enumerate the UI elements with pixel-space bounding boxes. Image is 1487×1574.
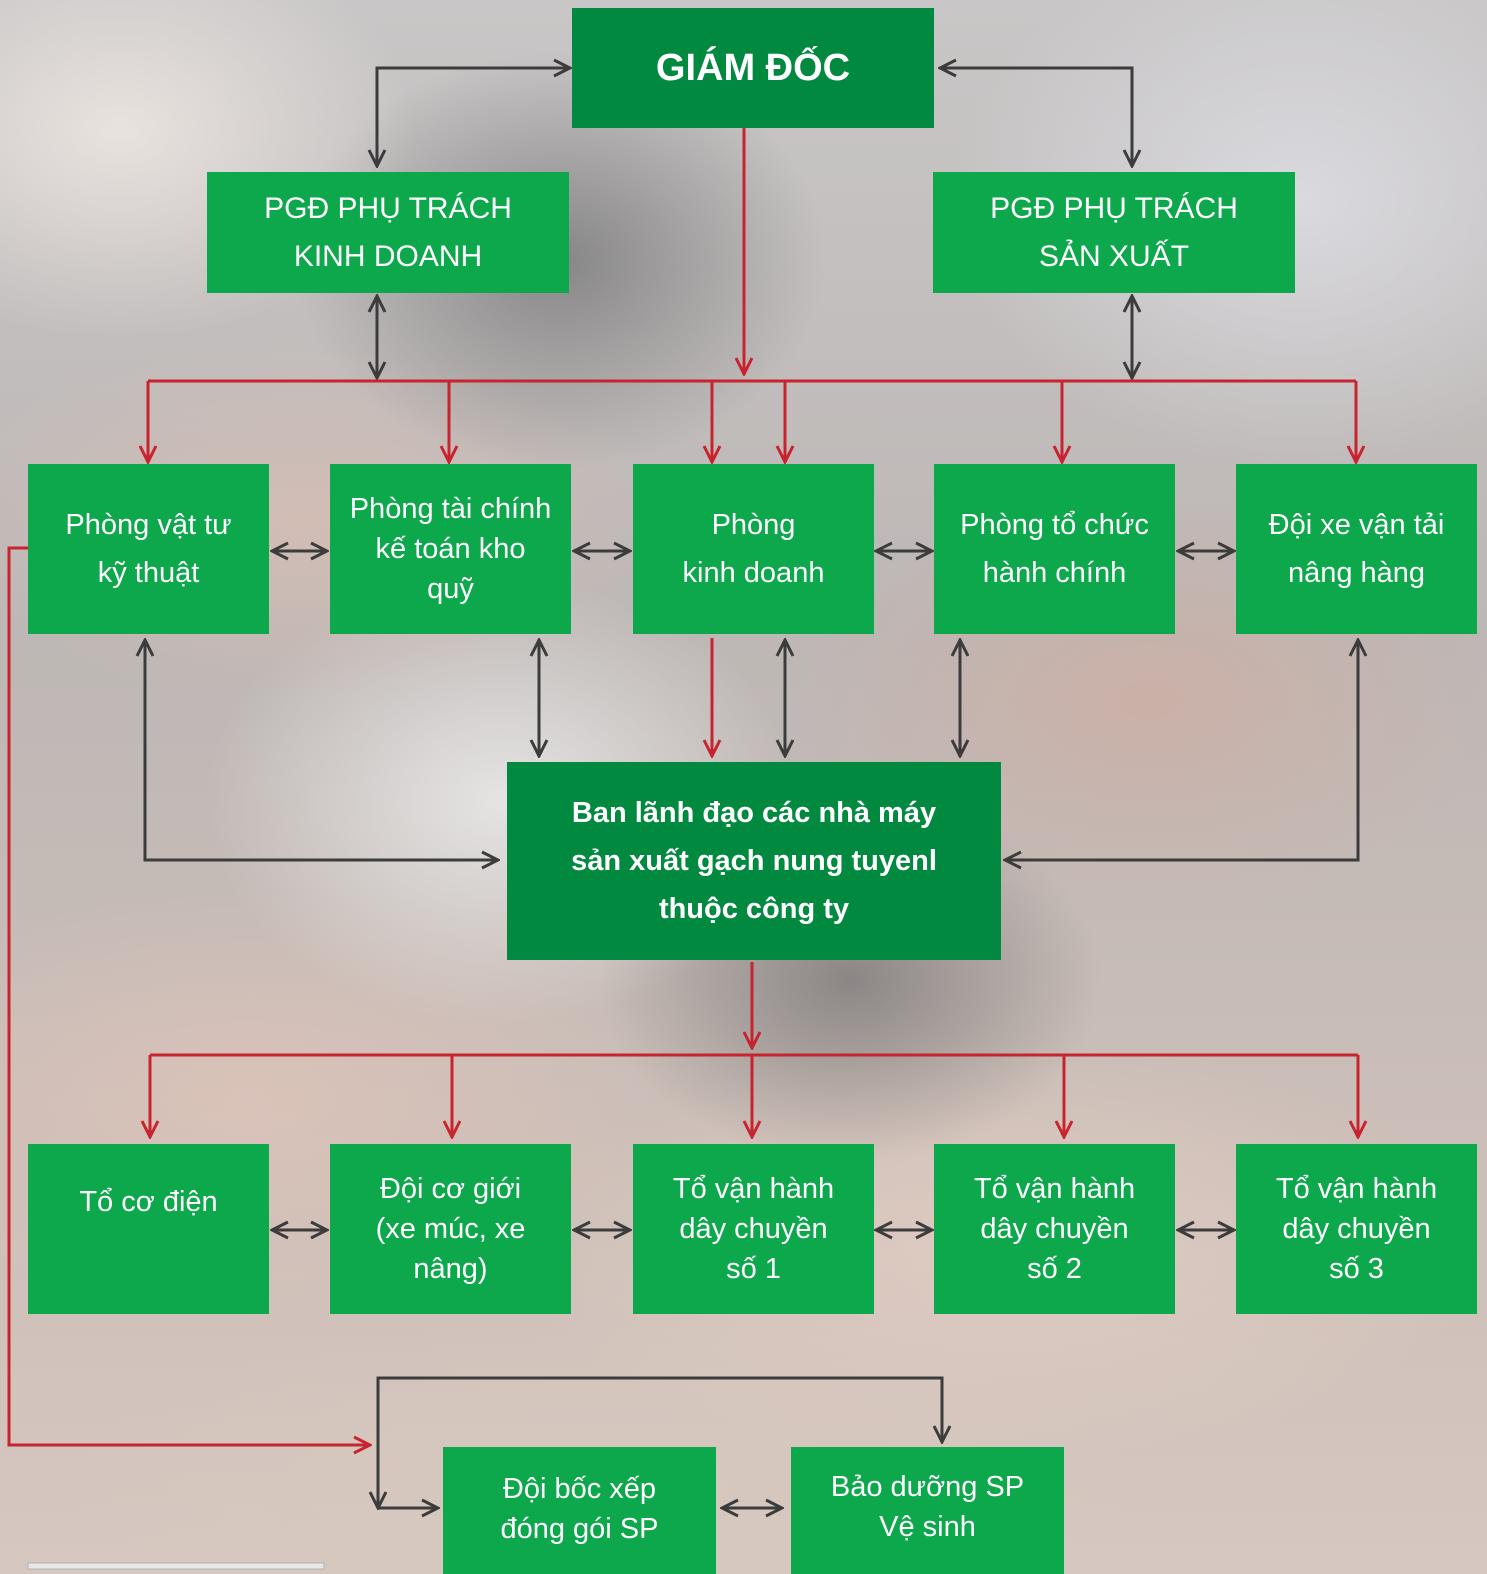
- department-box-materials: Phòng vật tư kỹ thuật: [28, 464, 269, 634]
- director-deputy-links: [377, 68, 1132, 378]
- director-department-links: [148, 128, 1356, 462]
- department-factory-links: [145, 640, 1358, 860]
- support-box-maintenance: Bảo dưỡng SP Vệ sinh: [791, 1447, 1064, 1574]
- department-box-finance: Phòng tài chính kế toán kho quỹ: [330, 464, 571, 634]
- department-box-business: Phòng kinh doanh: [633, 464, 874, 634]
- team-box-line-3: Tổ vận hành dây chuyền số 3: [1236, 1144, 1477, 1314]
- factory-team-links: [150, 962, 1358, 1137]
- director-box: GIÁM ĐỐC: [572, 8, 934, 128]
- team-box-line-2: Tổ vận hành dây chuyền số 2: [934, 1144, 1175, 1314]
- department-box-admin: Phòng tổ chức hành chính: [934, 464, 1175, 634]
- team-box-line-1: Tổ vận hành dây chuyền số 1: [633, 1144, 874, 1314]
- team-box-electrical: Tổ cơ điện: [28, 1144, 269, 1314]
- team-box-mechanized: Đội cơ giới (xe múc, xe nâng): [330, 1144, 571, 1314]
- factory-leadership-box: Ban lãnh đạo các nhà máy sản xuất gạch n…: [507, 762, 1001, 960]
- deputy-business-box: PGĐ PHỤ TRÁCH KINH DOANH: [207, 172, 569, 293]
- department-box-transport: Đội xe vận tải nâng hàng: [1236, 464, 1477, 634]
- support-team-links: [378, 1376, 942, 1508]
- support-box-packing: Đội bốc xếp đóng gói SP: [443, 1447, 716, 1574]
- deputy-production-box: PGĐ PHỤ TRÁCH SẢN XUẤT: [933, 172, 1295, 293]
